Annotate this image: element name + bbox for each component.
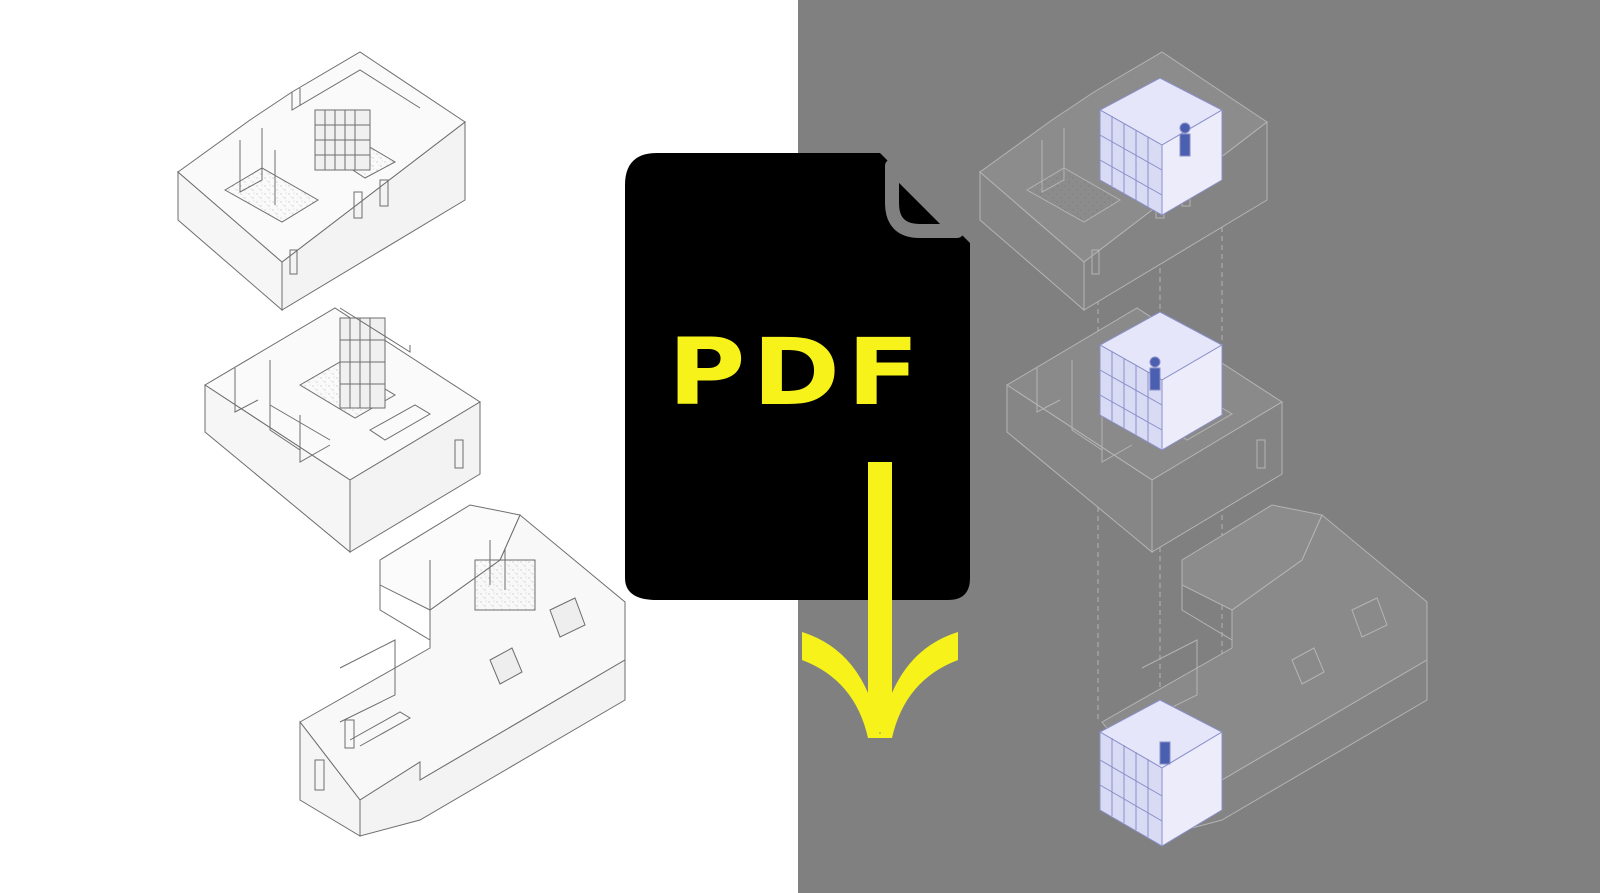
highlighted-module-middle xyxy=(1098,311,1224,451)
pdf-label: PDF xyxy=(668,320,926,427)
left-axonometric-drawings xyxy=(176,51,626,837)
highlighted-module-top xyxy=(1098,77,1224,216)
pdf-folded-corner-icon xyxy=(885,159,964,238)
highlighted-module-bottom xyxy=(1098,699,1224,847)
pdf-download-icon[interactable]: PDF xyxy=(625,153,970,738)
download-arrow-icon xyxy=(802,462,958,738)
left-floor-middle xyxy=(204,307,481,554)
right-axonometric-drawings xyxy=(978,51,1428,847)
left-floor-bottom xyxy=(299,504,626,837)
left-floor-top xyxy=(176,51,466,312)
